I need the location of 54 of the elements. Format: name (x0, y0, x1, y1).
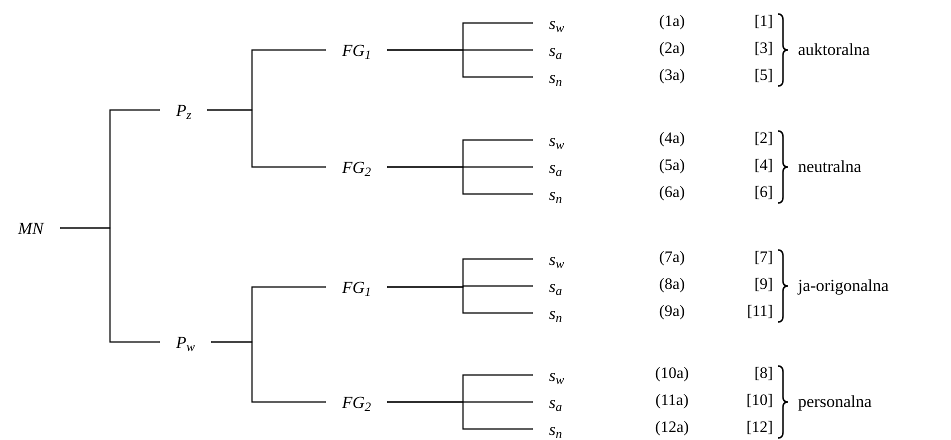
node-label: s$_{a}$ (533, 390, 578, 414)
equation-number: (1a) (658, 14, 686, 30)
category-label: ja-origonalna (798, 277, 889, 294)
node-label: P$_{z}$ (160, 98, 208, 122)
connector-line (207, 109, 326, 168)
node-label: s$_{a}$ (533, 38, 578, 62)
equation-number: (12a) (654, 420, 690, 436)
reference-number: [6] (753, 185, 773, 201)
equation-number: (6a) (658, 185, 686, 201)
node-label: FG$_{2}$ (326, 390, 388, 414)
node-label: s$_{a}$ (533, 155, 578, 179)
node-label: s$_{w}$ (533, 11, 580, 35)
node-label: s$_{n}$ (533, 417, 578, 440)
equation-number: (8a) (658, 277, 686, 293)
equation-number: (10a) (654, 366, 690, 382)
equation-number: (4a) (658, 131, 686, 147)
reference-number: [11] (746, 304, 773, 320)
category-label: neutralna (798, 158, 862, 175)
node-label: s$_{w}$ (533, 128, 580, 152)
reference-number: [4] (753, 158, 773, 174)
reference-number: [1] (753, 14, 773, 30)
reference-number: [9] (753, 277, 773, 293)
reference-number: [3] (753, 41, 773, 57)
node-label: s$_{a}$ (533, 274, 578, 298)
category-label: auktoralna (798, 41, 870, 58)
node-label: MN (2, 216, 60, 240)
reference-number: [5] (753, 68, 773, 84)
reference-number: [8] (753, 366, 773, 382)
connector-line (387, 49, 533, 78)
node-label: s$_{n}$ (533, 65, 578, 89)
equation-number: (11a) (654, 393, 690, 409)
equation-number: (7a) (658, 250, 686, 266)
node-label: FG$_{2}$ (326, 155, 388, 179)
category-label: personalna (798, 393, 872, 410)
node-label: FG$_{1}$ (326, 38, 388, 62)
reference-number: [12] (745, 420, 773, 436)
node-label: FG$_{1}$ (326, 275, 388, 299)
node-label: s$_{w}$ (533, 363, 580, 387)
connector-line (387, 401, 533, 430)
equation-number: (5a) (658, 158, 686, 174)
equation-number: (3a) (658, 68, 686, 84)
equation-number: (2a) (658, 41, 686, 57)
equation-number: (9a) (658, 304, 686, 320)
node-label: s$_{n}$ (533, 182, 578, 206)
node-label: P$_{w}$ (160, 330, 211, 354)
connector-line (60, 227, 160, 343)
node-label: s$_{w}$ (533, 247, 580, 271)
connector-line (387, 166, 533, 195)
reference-number: [7] (753, 250, 773, 266)
connector-line (211, 341, 326, 403)
connector-line (387, 286, 533, 314)
reference-number: [2] (753, 131, 773, 147)
node-label: s$_{n}$ (533, 301, 578, 325)
reference-number: [10] (745, 393, 773, 409)
